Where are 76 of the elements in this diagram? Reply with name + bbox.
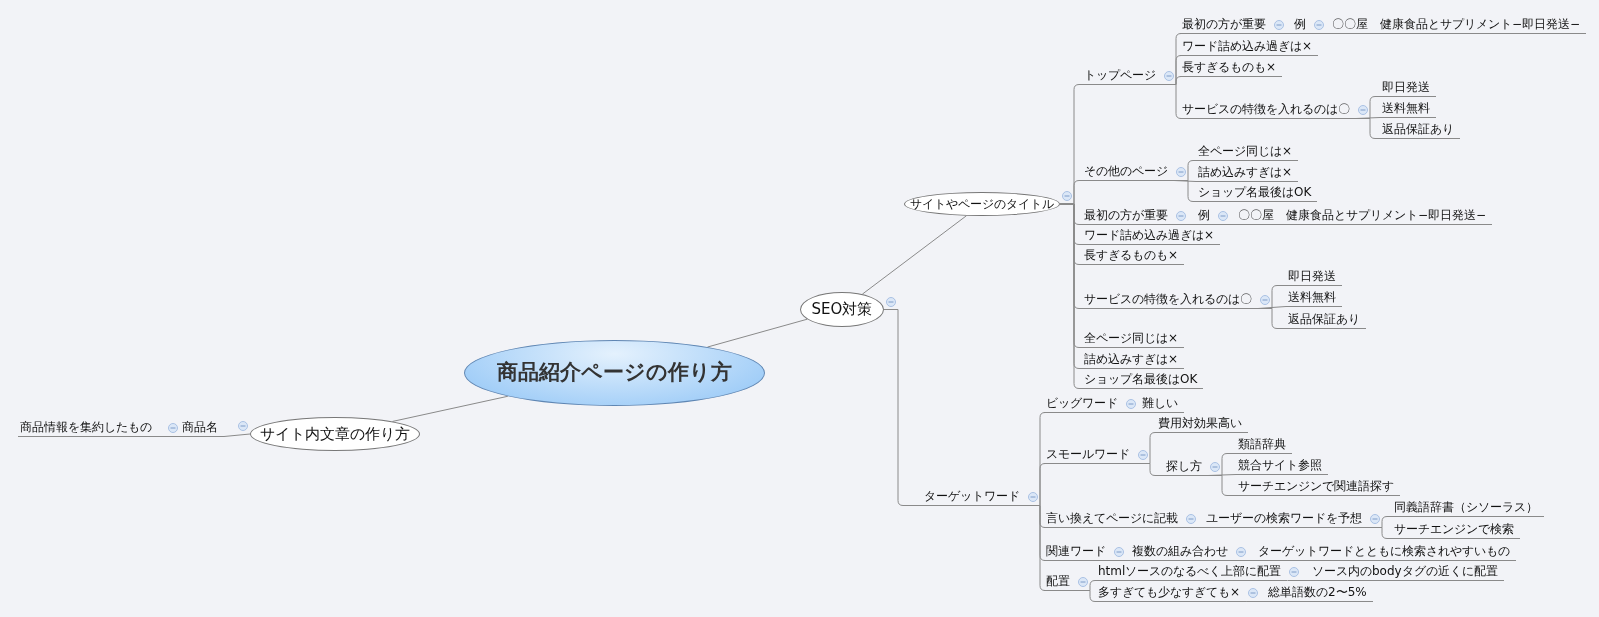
branch-line	[1367, 527, 1393, 539]
topic-label: 例	[1292, 16, 1312, 34]
topic-label: 言い換えてページに記載	[1044, 510, 1184, 528]
topic-label: その他のページ	[1082, 163, 1174, 181]
topic-ellipse: SEO対策	[800, 292, 884, 327]
topic-label: htmlソースのなるべく上部に配置	[1096, 563, 1288, 581]
topic-label: 競合サイト参照	[1236, 457, 1328, 475]
topic-label: 関連ワード	[1044, 543, 1112, 561]
branch-line	[1233, 560, 1257, 561]
topic-label: トップページ	[1082, 67, 1162, 85]
topic-label: 〇〇屋 健康食品とサプリメント−即日発送−	[1236, 207, 1493, 225]
topic-label: 全ページ同じは×	[1082, 330, 1185, 348]
branch-line	[1286, 580, 1311, 581]
topic-label: 商品情報を集約したもの	[18, 419, 158, 437]
topic-label: ターゲットワードとともに検索されやすいもの	[1256, 543, 1516, 561]
topic-label: ビッグワード	[1044, 395, 1124, 413]
branch-line	[1173, 180, 1197, 202]
topic-label: 即日発送	[1380, 79, 1436, 97]
topic-label: ユーザーの検索ワードを予想	[1204, 510, 1368, 528]
topic-label: スモールワード	[1044, 446, 1136, 464]
topic-label: 送料無料	[1380, 100, 1436, 118]
topic-label: 難しい	[1140, 395, 1184, 413]
branch-line	[1111, 560, 1131, 561]
topic-label: 商品名	[180, 419, 224, 437]
topic-label: サービスの特徴を入れるのは〇	[1082, 291, 1258, 309]
topic-label: 例	[1196, 207, 1216, 225]
branch-line	[1257, 308, 1287, 329]
topic-ellipse: サイトやページのタイトル	[904, 192, 1060, 216]
topic-label: 返品保証あり	[1286, 311, 1366, 329]
branch-line	[1135, 463, 1165, 476]
topic-label: 同義語辞書（シソーラス）	[1392, 499, 1544, 517]
topic-label: 類語辞典	[1236, 436, 1292, 454]
topic-label: 最初の方が重要	[1180, 16, 1272, 34]
topic-label: ワード詰め込み過ぎは×	[1180, 38, 1319, 56]
topic-label: ターゲットワード	[922, 488, 1026, 506]
branch-line	[1355, 118, 1381, 139]
topic-label: 費用対効果高い	[1156, 415, 1248, 433]
topic-label: ワード詰め込み過ぎは×	[1082, 227, 1221, 245]
branch-line	[1215, 224, 1237, 225]
topic-label: 探し方	[1164, 458, 1208, 476]
topic-label: 詰め込みすぎは×	[1082, 351, 1185, 369]
topic-label: サーチエンジンで関連語探す	[1236, 478, 1400, 496]
topic-label: 多すぎても少なすぎても×	[1096, 584, 1247, 602]
topic-ellipse: サイト内文章の作り方	[250, 417, 420, 451]
topic-label: 複数の組み合わせ	[1130, 543, 1234, 561]
topic-label: 長すぎるものも×	[1180, 59, 1283, 77]
branch-line	[223, 433, 251, 437]
branch-line	[883, 309, 923, 506]
branch-line	[1173, 224, 1197, 225]
topic-label: ショップ名最後はOK	[1196, 184, 1318, 202]
topic-label: 送料無料	[1286, 289, 1342, 307]
topic-label: 最初の方が重要	[1082, 207, 1174, 225]
branch-line	[391, 395, 509, 422]
branch-line	[1183, 527, 1205, 528]
branch-line	[706, 318, 808, 348]
topic-label: 〇〇屋 健康食品とサプリメント−即日発送−	[1330, 16, 1587, 34]
topic-label: 総単語数の2〜5%	[1266, 584, 1373, 602]
topic-label: 配置	[1044, 573, 1076, 591]
topic-label: ショップ名最後はOK	[1082, 371, 1204, 389]
branch-line	[157, 436, 181, 437]
topic-label: 詰め込みすぎは×	[1196, 164, 1299, 182]
central-topic-ellipse: 商品紹介ページの作り方	[464, 340, 765, 406]
branch-line	[1271, 33, 1293, 34]
topic-label: 全ページ同じは×	[1196, 143, 1299, 161]
topic-label: サービスの特徴を入れるのは〇	[1180, 101, 1356, 119]
branch-line	[1025, 505, 1046, 591]
topic-label: ソース内のbodyタグの近くに配置	[1310, 563, 1504, 581]
topic-label: 即日発送	[1286, 268, 1342, 286]
topic-label: 長すぎるものも×	[1082, 247, 1185, 265]
topic-label: サーチエンジンで検索	[1392, 521, 1520, 539]
branch-line	[1311, 33, 1331, 34]
branch-line	[1123, 412, 1141, 413]
branch-line	[1075, 590, 1097, 602]
topic-label: 返品保証あり	[1380, 121, 1460, 139]
branch-line	[1245, 601, 1267, 602]
branch-line	[1207, 475, 1237, 496]
